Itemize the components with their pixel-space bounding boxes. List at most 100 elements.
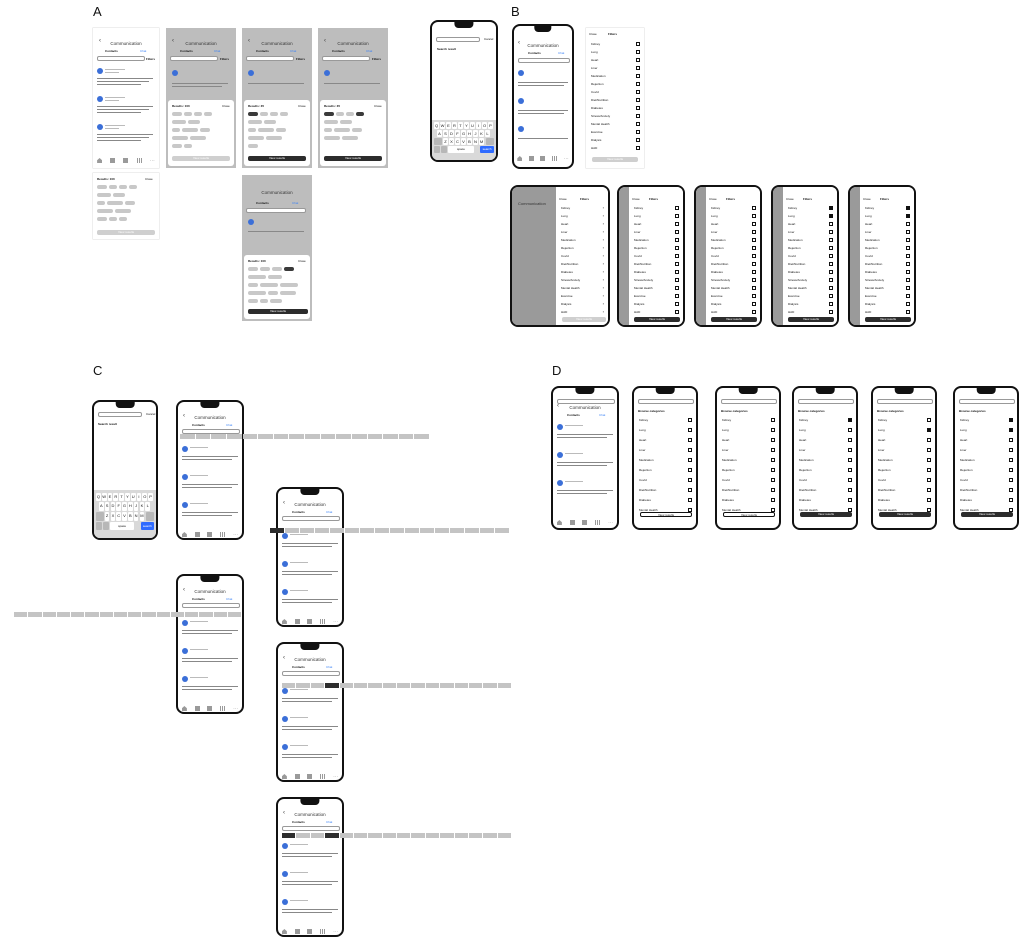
key-y[interactable]: Y	[125, 492, 130, 502]
checkbox[interactable]	[1009, 448, 1013, 452]
filter-chip[interactable]	[342, 136, 358, 140]
checkbox[interactable]	[636, 74, 640, 78]
filter-chip[interactable]	[172, 120, 186, 124]
view-results-button[interactable]: View results	[592, 157, 638, 162]
space-key[interactable]: space	[109, 521, 135, 531]
checkbox[interactable]	[752, 246, 756, 250]
filter-chip[interactable]	[454, 833, 468, 838]
search-input[interactable]	[798, 399, 854, 404]
filter-chip[interactable]	[276, 128, 286, 132]
grid-icon[interactable]	[569, 520, 575, 525]
checkbox[interactable]	[688, 448, 692, 452]
key-l[interactable]: L	[145, 502, 151, 512]
category-row[interactable]: Lung	[955, 426, 1017, 434]
filter-row[interactable]: Medication›	[556, 236, 608, 244]
list-item[interactable]	[278, 714, 342, 742]
checkbox[interactable]	[829, 214, 833, 218]
tab-chat[interactable]: Chat	[326, 665, 333, 669]
filter-row[interactable]: Stress/Anxiety	[629, 276, 683, 284]
category-row[interactable]: Diabetes	[634, 496, 696, 504]
filter-chip[interactable]	[383, 434, 398, 439]
grid-icon[interactable]	[528, 156, 534, 161]
key-u[interactable]: U	[130, 492, 136, 502]
search-key[interactable]: search	[480, 146, 494, 154]
filter-row[interactable]: Dialysis›	[556, 300, 608, 308]
key-m[interactable]: M	[479, 138, 484, 146]
filter-chip[interactable]	[440, 683, 454, 688]
checkbox[interactable]	[829, 302, 833, 306]
filter-chip[interactable]	[97, 217, 107, 221]
checkbox[interactable]	[771, 428, 775, 432]
filter-chip-selected[interactable]	[356, 112, 364, 116]
tab-chat[interactable]: Chat	[326, 510, 333, 514]
checkbox[interactable]	[636, 66, 640, 70]
search-input[interactable]	[721, 399, 777, 404]
filters-button[interactable]: Filters	[146, 57, 156, 61]
emoji-key[interactable]	[441, 146, 448, 154]
key-q[interactable]: Q	[434, 122, 439, 130]
checkbox[interactable]	[688, 438, 692, 442]
chart-icon[interactable]	[136, 158, 142, 163]
filter-row[interactable]: HAD	[629, 308, 683, 316]
close-button[interactable]: Close	[863, 197, 871, 201]
checkbox[interactable]	[906, 206, 910, 210]
checkbox[interactable]	[636, 146, 640, 150]
filter-row[interactable]: Kidney›	[556, 204, 608, 212]
checkbox[interactable]	[848, 498, 852, 502]
checkbox[interactable]	[636, 98, 640, 102]
category-row[interactable]: Mental Health	[634, 506, 696, 514]
filter-row[interactable]: Diabetes	[783, 268, 837, 276]
filter-chip[interactable]	[305, 434, 320, 439]
tab-contacts[interactable]: Contacts	[567, 413, 580, 417]
filter-row[interactable]: Lung	[629, 212, 683, 220]
search-input[interactable]	[246, 208, 306, 213]
filter-row[interactable]: Liver›	[556, 228, 608, 236]
filter-chip[interactable]	[405, 528, 419, 533]
back-icon[interactable]: ‹	[557, 403, 559, 409]
filter-row[interactable]: Dialysis	[586, 136, 644, 144]
tab-contacts[interactable]: Contacts	[528, 51, 541, 55]
checkbox[interactable]	[752, 230, 756, 234]
checkbox[interactable]	[1009, 468, 1013, 472]
filter-chip[interactable]	[330, 528, 344, 533]
key-w[interactable]: W	[101, 492, 107, 502]
filter-row[interactable]: Rejection	[586, 80, 644, 88]
filter-row[interactable]: Liver	[860, 228, 914, 236]
tab-contacts[interactable]: Contacts	[192, 423, 205, 427]
tab-chat[interactable]: Chat	[599, 413, 606, 417]
view-results-button[interactable]: View results	[711, 317, 757, 322]
category-row[interactable]: Heart	[955, 436, 1017, 444]
filter-row[interactable]: Mental Health	[629, 284, 683, 292]
checkbox[interactable]	[675, 222, 679, 226]
filters-button[interactable]: Filters	[372, 57, 382, 61]
chart-icon[interactable]	[220, 706, 226, 711]
checkbox[interactable]	[906, 310, 910, 314]
filter-row[interactable]: Mental Health›	[556, 284, 608, 292]
chart-icon[interactable]	[595, 520, 601, 525]
key-g[interactable]: G	[461, 130, 466, 138]
list-item[interactable]	[278, 869, 342, 897]
checkbox[interactable]	[927, 508, 931, 512]
checkbox[interactable]	[752, 262, 756, 266]
filter-row[interactable]: Diet/Nutrition	[706, 260, 760, 268]
key-t[interactable]: T	[119, 492, 124, 502]
checkbox[interactable]	[675, 230, 679, 234]
category-row[interactable]: Liver	[794, 446, 856, 454]
filter-chip[interactable]	[339, 683, 353, 688]
checkbox[interactable]	[636, 82, 640, 86]
filter-row[interactable]: Kidney	[629, 204, 683, 212]
filter-chip[interactable]	[248, 136, 264, 140]
book-icon[interactable]	[123, 158, 129, 163]
view-results-button[interactable]: View results	[879, 512, 931, 517]
checkbox[interactable]	[636, 122, 640, 126]
home-icon[interactable]	[281, 929, 287, 934]
filter-row[interactable]: Heart	[860, 220, 914, 228]
filter-row[interactable]: Exercise	[706, 292, 760, 300]
filter-chip[interactable]	[495, 528, 509, 533]
checkbox[interactable]	[636, 114, 640, 118]
checkbox[interactable]	[829, 310, 833, 314]
filter-chip[interactable]	[454, 683, 468, 688]
category-row[interactable]: Covid	[634, 476, 696, 484]
search-input[interactable]	[322, 56, 370, 61]
close-button[interactable]: Close	[589, 32, 597, 36]
